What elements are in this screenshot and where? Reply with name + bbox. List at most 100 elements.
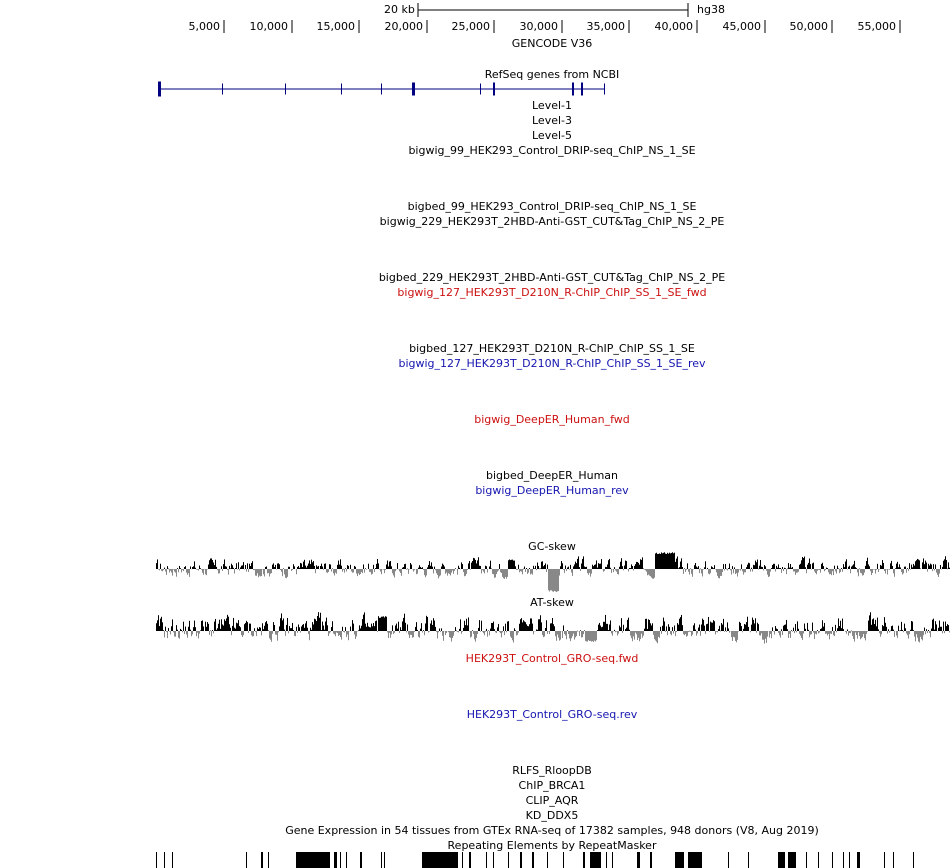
track-label-gtex[interactable]: Gene Expression in 54 tissues from GTEx … (285, 824, 819, 837)
repeat-element[interactable] (806, 852, 807, 868)
repeat-element[interactable] (728, 852, 729, 868)
track-label-bigwig-229[interactable]: bigwig_229_HEK293T_2HBD-Anti-GST_CUT&Tag… (379, 215, 725, 228)
repeatmasker-blocks[interactable] (156, 852, 914, 868)
gene-exon[interactable] (412, 82, 415, 96)
track-label-at-skew[interactable]: AT-skew (530, 596, 574, 609)
repeat-element[interactable] (843, 852, 844, 868)
track-label-deeper-rev[interactable]: bigwig_DeepER_Human_rev (475, 484, 629, 497)
repeat-element[interactable] (508, 852, 509, 868)
track-label-gencode[interactable]: GENCODE V36 (511, 37, 593, 50)
repeat-element[interactable] (422, 852, 458, 868)
track-label-bigbed-99[interactable]: bigbed_99_HEK293_Control_DRIP-seq_ChIP_N… (407, 200, 697, 213)
gene-exon[interactable] (158, 81, 161, 97)
gene-exon[interactable] (581, 82, 583, 96)
repeat-element[interactable] (486, 852, 487, 868)
gc-skew-signal[interactable] (156, 552, 950, 592)
repeat-element[interactable] (637, 852, 640, 868)
gene-exon[interactable] (285, 83, 286, 95)
repeat-element[interactable] (563, 852, 564, 868)
repeat-element[interactable] (583, 852, 585, 868)
repeat-element[interactable] (296, 852, 330, 868)
repeat-element[interactable] (893, 852, 894, 868)
track-label-clip-aqr[interactable]: CLIP_AQR (525, 794, 579, 807)
track-label-deeper-bed[interactable]: bigbed_DeepER_Human (485, 469, 619, 482)
gene-exon[interactable] (493, 82, 495, 96)
track-label-chip-brca1[interactable]: ChIP_BRCA1 (518, 779, 586, 792)
track-label-gro-rev[interactable]: HEK293T_Control_GRO-seq.rev (466, 708, 638, 721)
repeat-element[interactable] (788, 852, 796, 868)
skew-bar (725, 627, 726, 631)
skew-bar (313, 561, 314, 569)
repeat-element[interactable] (520, 852, 522, 868)
skew-bar (508, 560, 509, 569)
repeat-element[interactable] (469, 852, 471, 868)
repeat-element[interactable] (778, 852, 785, 868)
track-label-rlfs[interactable]: RLFS_RloopDB (512, 764, 592, 777)
gene-exon[interactable] (341, 83, 342, 95)
skew-bar (261, 569, 262, 577)
repeat-element[interactable] (675, 852, 684, 868)
skew-bar (402, 567, 403, 569)
gene-exon[interactable] (222, 83, 223, 95)
track-label-rmsk[interactable]: Repeating Elements by RepeatMasker (447, 839, 657, 852)
track-label-gro-fwd[interactable]: HEK293T_Control_GRO-seq.fwd (465, 652, 639, 665)
track-label-gc-skew[interactable]: GC-skew (528, 540, 576, 553)
repeat-element[interactable] (818, 852, 819, 868)
repeat-element[interactable] (462, 852, 463, 868)
skew-bar (589, 631, 590, 642)
gene-exon[interactable] (480, 83, 481, 95)
track-label-bigwig-99[interactable]: bigwig_99_HEK293_Control_DRIP-seq_ChIP_N… (408, 144, 696, 157)
repeat-element[interactable] (612, 852, 613, 868)
skew-bar (696, 631, 697, 636)
track-label-bigbed-229[interactable]: bigbed_229_HEK293T_2HBD-Anti-GST_CUT&Tag… (378, 271, 726, 284)
track-label-refseq[interactable]: RefSeq genes from NCBI (484, 68, 620, 81)
repeat-element[interactable] (650, 852, 652, 868)
skew-bar (615, 631, 616, 633)
repeat-element[interactable] (261, 852, 263, 868)
track-label-deeper-fwd[interactable]: bigwig_DeepER_Human_fwd (474, 413, 630, 426)
skew-bar (522, 569, 523, 575)
repeat-element[interactable] (172, 852, 173, 868)
gene-exon[interactable] (572, 82, 574, 96)
repeat-element[interactable] (532, 852, 534, 868)
repeat-element[interactable] (547, 852, 548, 868)
skew-bar (803, 558, 804, 569)
track-label-bigwig-127-fwd[interactable]: bigwig_127_HEK293T_D210N_R-ChIP_ChIP_SS_… (397, 286, 707, 299)
repeat-element[interactable] (268, 852, 269, 868)
repeat-element[interactable] (493, 852, 494, 868)
repeat-element[interactable] (246, 852, 247, 868)
at-skew-signal[interactable] (156, 612, 950, 644)
repeat-element[interactable] (346, 852, 347, 868)
repeat-element[interactable] (156, 852, 157, 868)
repeat-element[interactable] (913, 852, 914, 868)
track-label-level3[interactable]: Level-3 (531, 114, 573, 127)
repeat-element[interactable] (334, 852, 337, 868)
repeat-element[interactable] (857, 852, 860, 868)
repeat-element[interactable] (748, 852, 749, 868)
track-label-bigbed-127[interactable]: bigbed_127_HEK293T_D210N_R-ChIP_ChIP_SS_… (409, 342, 695, 355)
repeat-element[interactable] (832, 852, 833, 868)
repeat-element[interactable] (590, 852, 601, 868)
repeat-element[interactable] (164, 852, 165, 868)
skew-bar (423, 630, 424, 631)
repeat-element[interactable] (849, 852, 850, 868)
repeat-element[interactable] (606, 852, 607, 868)
repeat-element[interactable] (384, 852, 385, 868)
skew-bar (479, 565, 480, 569)
track-label-level5[interactable]: Level-5 (531, 129, 573, 142)
skew-bar (415, 626, 416, 631)
repeat-element[interactable] (688, 852, 702, 868)
skew-bar (542, 561, 543, 569)
gene-exon[interactable] (381, 83, 382, 95)
skew-bar (230, 568, 231, 569)
track-label-bigwig-127-rev[interactable]: bigwig_127_HEK293T_D210N_R-ChIP_ChIP_SS_… (398, 357, 706, 370)
track-label-kd-ddx5[interactable]: KD_DDX5 (525, 809, 579, 822)
repeat-element[interactable] (360, 852, 362, 868)
refseq-gene-model[interactable] (158, 81, 605, 97)
repeat-element[interactable] (884, 852, 885, 868)
gene-exon[interactable] (604, 83, 605, 95)
repeat-element[interactable] (381, 852, 382, 868)
repeat-element[interactable] (340, 852, 341, 868)
track-label-level1[interactable]: Level-1 (531, 99, 573, 112)
